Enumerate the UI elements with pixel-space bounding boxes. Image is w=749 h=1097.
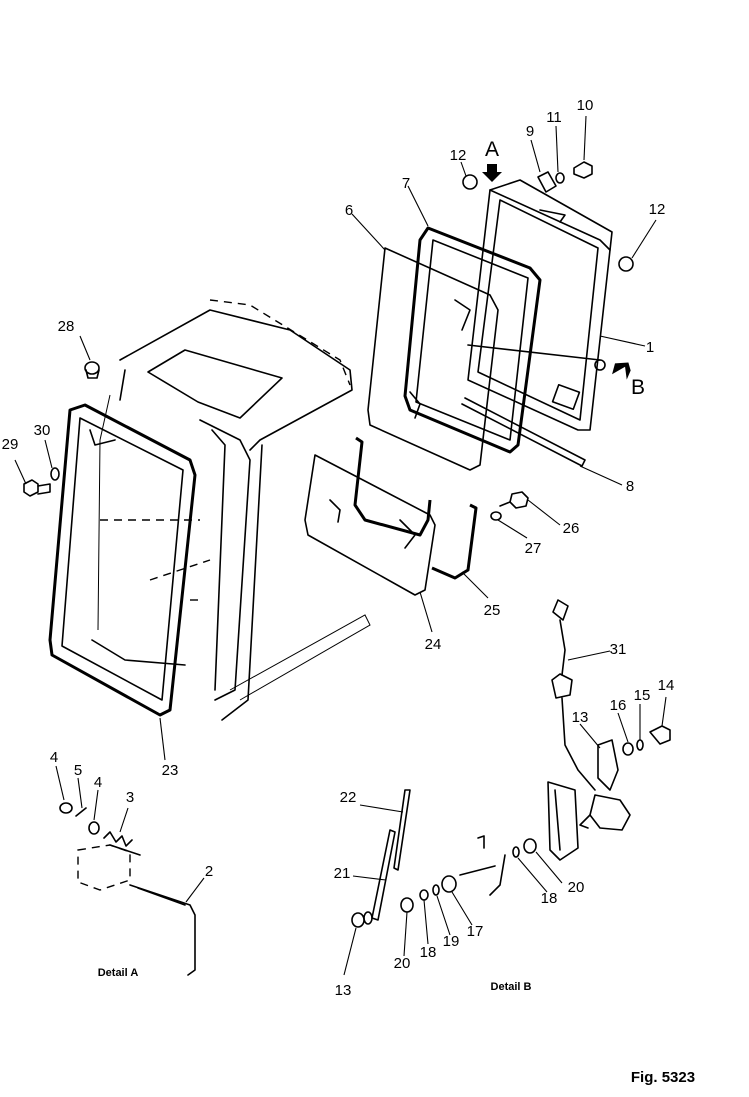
cab-body: [91, 299, 371, 721]
part-label-19: 19: [443, 933, 460, 950]
part-labels: 10 11 9 12 12 7 6 1 8 28 30 29 26 27 25 …: [2, 97, 675, 999]
part-label-29: 29: [2, 436, 19, 453]
seal-7: [403, 226, 542, 454]
leader-lines: [14, 115, 667, 976]
part-label-22: 22: [340, 789, 357, 806]
detail-a-caption: Detail A: [98, 967, 139, 979]
part-label-16: 16: [610, 697, 627, 714]
part-label-13-top: 13: [572, 709, 589, 726]
part-label-26: 26: [563, 520, 580, 537]
part-label-13-bottom: 13: [335, 982, 352, 999]
detail-b-parts: [351, 599, 671, 928]
bolt-10: [573, 161, 593, 179]
part-label-8: 8: [626, 478, 634, 495]
part-label-17: 17: [467, 923, 484, 940]
part-label-18-left: 18: [420, 944, 437, 961]
figure-label: Fig. 5323: [631, 1069, 695, 1086]
part-label-23: 23: [162, 762, 179, 779]
bracket-9: [537, 171, 557, 193]
cap-12-right: [618, 256, 634, 272]
glass-6: [367, 247, 499, 471]
bolt-28: [84, 361, 100, 379]
part-label-2: 2: [205, 863, 213, 880]
lower-glass-24: [304, 454, 436, 596]
part-label-12-top: 12: [450, 147, 467, 164]
part-label-20-right: 20: [568, 879, 585, 896]
cap-12-top: [462, 174, 478, 190]
part-label-28: 28: [58, 318, 75, 335]
washer-27: [490, 511, 502, 521]
window-frame-1: [467, 179, 613, 431]
detail-b-caption: Detail B: [491, 981, 532, 993]
rod-8: [461, 397, 586, 467]
arrow-a: [482, 164, 502, 182]
washer-11: [555, 172, 565, 184]
part-label-18-right: 18: [541, 890, 558, 907]
part-label-3: 3: [126, 789, 134, 806]
view-label-a: A: [485, 138, 499, 161]
part-label-7: 7: [402, 175, 410, 192]
part-label-20-left: 20: [394, 955, 411, 972]
view-label-b: B: [631, 376, 645, 399]
bolt-26: [499, 491, 529, 509]
part-label-10: 10: [577, 97, 594, 114]
part-label-24: 24: [425, 636, 442, 653]
part-label-1: 1: [646, 339, 654, 356]
part-label-4-right: 4: [94, 774, 102, 791]
bolt-29: [23, 479, 51, 497]
part-label-15: 15: [634, 687, 651, 704]
channel-25: [353, 436, 478, 580]
part-label-6: 6: [345, 202, 353, 219]
part-label-12-right: 12: [649, 201, 666, 218]
part-label-4-left: 4: [50, 749, 58, 766]
part-label-30: 30: [34, 422, 51, 439]
part-label-9: 9: [526, 123, 534, 140]
part-label-27: 27: [525, 540, 542, 557]
part-label-5: 5: [74, 762, 82, 779]
detail-a-parts: [59, 802, 196, 976]
part-label-11: 11: [546, 109, 562, 126]
washer-30: [50, 467, 60, 481]
arrow-b: [612, 362, 631, 380]
part-label-14: 14: [658, 677, 675, 694]
part-label-31: 31: [610, 641, 627, 658]
gasket-23: [48, 403, 197, 717]
part-label-25: 25: [484, 602, 501, 619]
part-label-21: 21: [334, 865, 351, 882]
